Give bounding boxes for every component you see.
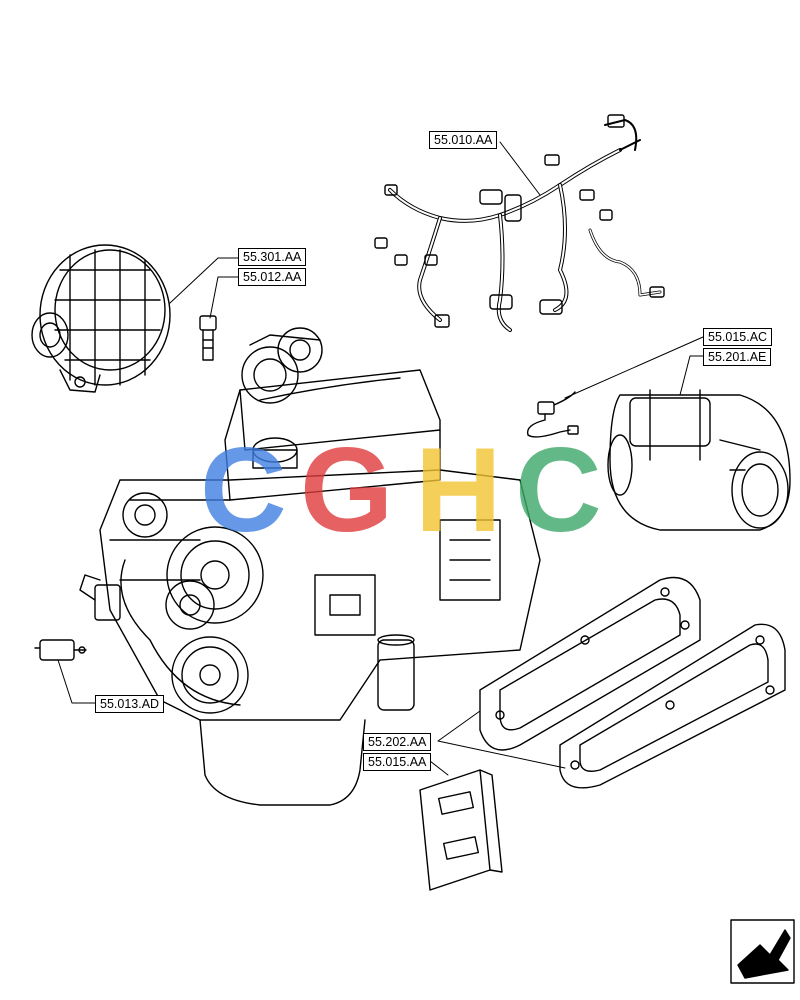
watermark-letter: C	[200, 423, 287, 557]
alternator	[31, 244, 171, 393]
wiring-harness	[374, 114, 665, 332]
callout-heater[interactable]: 55.202.AA	[363, 733, 432, 751]
sensor-part	[199, 315, 217, 361]
callout-alternator[interactable]: 55.301.AA	[238, 248, 307, 266]
callout-ecu[interactable]: 55.015.AA	[363, 753, 432, 771]
starter-sensor-part	[526, 391, 579, 438]
callout-crank-sensor[interactable]: 55.013.AD	[95, 695, 165, 713]
arrow-next-icon	[730, 919, 795, 984]
callout-harness[interactable]: 55.010.AA	[429, 131, 498, 149]
watermark-letter: H	[415, 423, 502, 557]
callout-sensor-a[interactable]: 55.012.AA	[238, 268, 307, 286]
starter-motor	[607, 389, 791, 531]
engine	[79, 327, 541, 806]
heater-gaskets	[479, 576, 786, 789]
callout-starter-sensor[interactable]: 55.015.AC	[703, 328, 773, 346]
crank-sensor-part	[34, 639, 87, 661]
leader-lines	[57, 141, 704, 776]
callout-starter[interactable]: 55.201.AE	[703, 348, 772, 366]
watermark-letter: C	[515, 423, 602, 557]
watermark-letter: G	[300, 423, 394, 557]
ecu-module	[419, 769, 503, 891]
